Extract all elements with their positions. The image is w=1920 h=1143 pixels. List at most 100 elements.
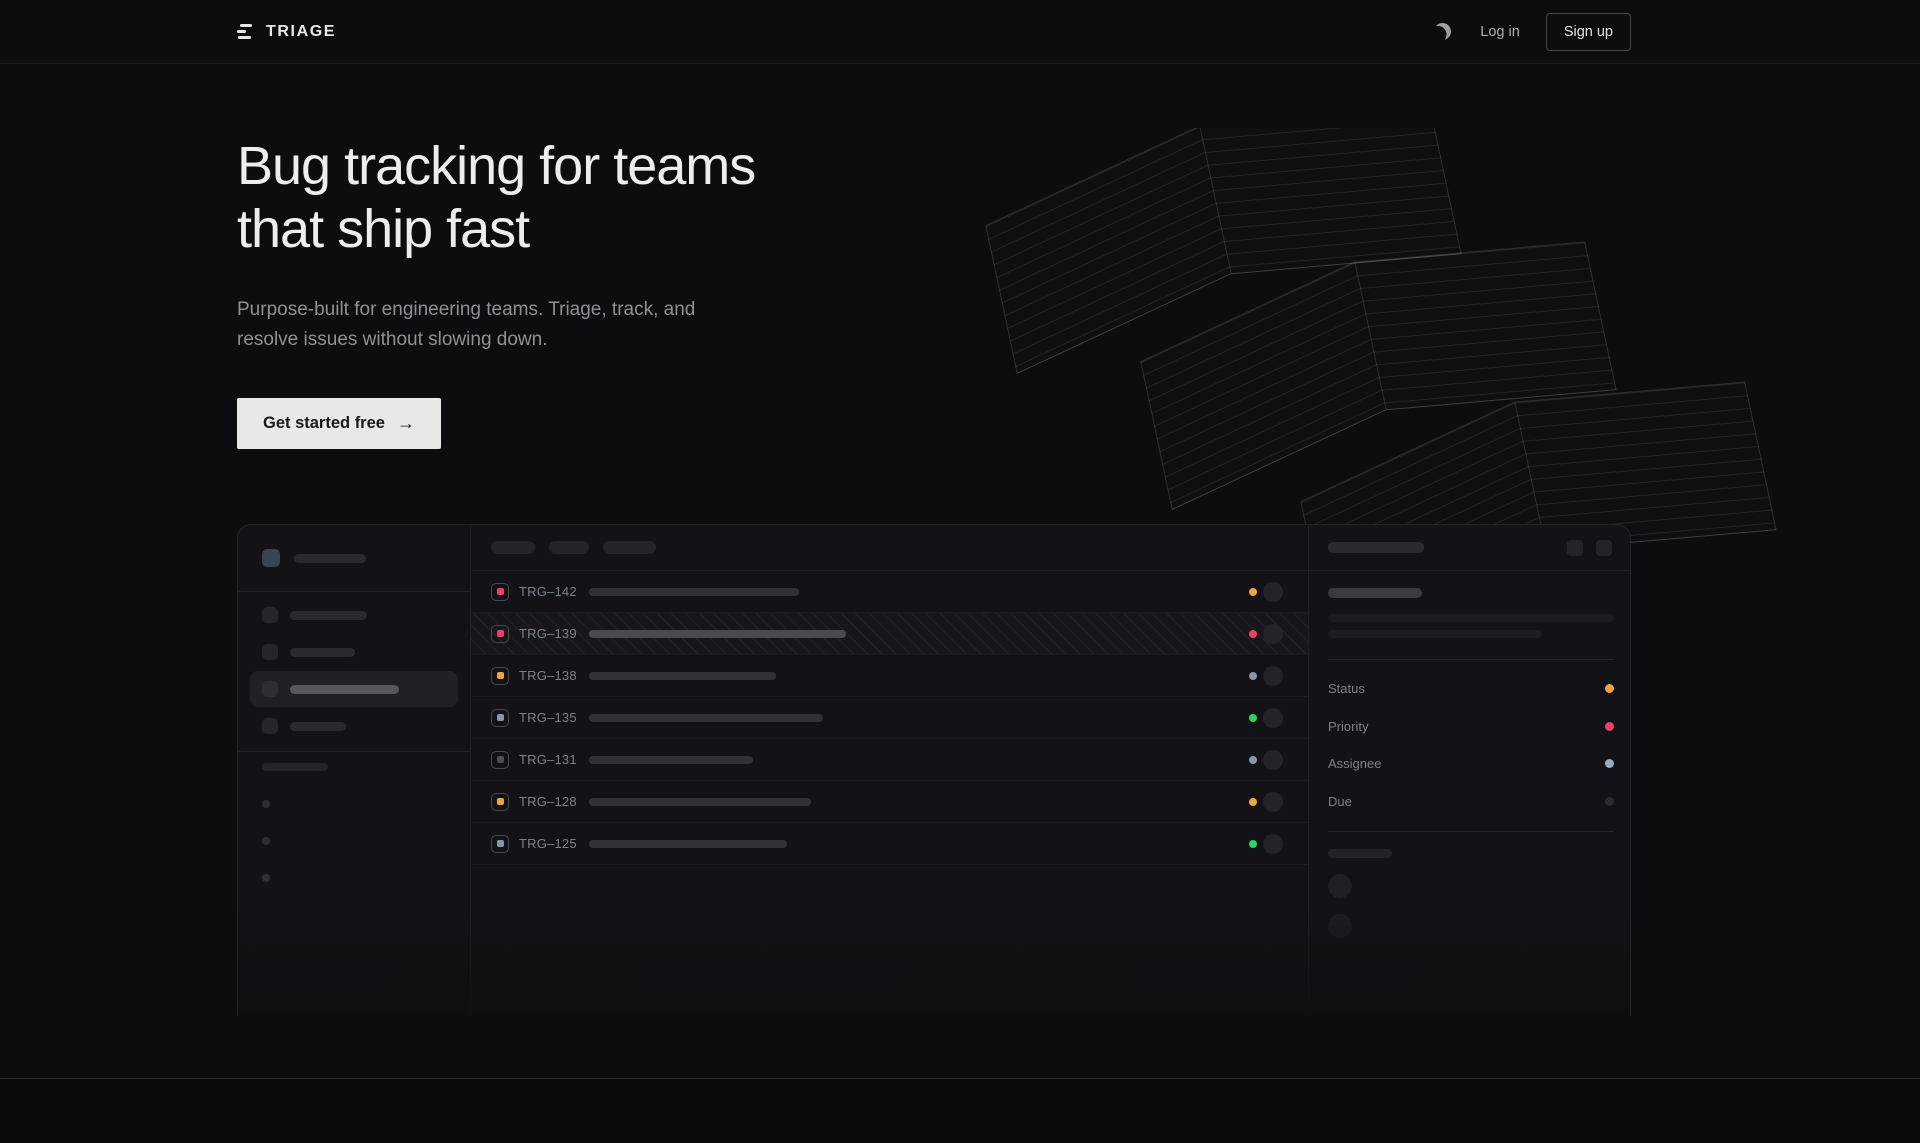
- detail-field-row: Priority: [1328, 708, 1614, 746]
- field-label: Priority: [1328, 718, 1369, 734]
- issue-row: TRG–135: [471, 697, 1308, 739]
- issue-assignee-avatar: [1263, 707, 1283, 728]
- field-label: Assignee: [1328, 756, 1382, 772]
- hero-title: Bug tracking for teams that ship fast: [237, 135, 1631, 261]
- sidebar-dot: [262, 800, 270, 808]
- issue-row: TRG–139: [471, 613, 1308, 655]
- detail-field-row: Due: [1328, 783, 1614, 821]
- issue-status-dot: [1249, 797, 1257, 806]
- hero-title-line1: Bug tracking for teams: [237, 136, 756, 196]
- mock-detail-header: [1309, 525, 1630, 571]
- issue-status-dot: [1249, 629, 1257, 638]
- arrow-right-icon: →: [396, 413, 415, 433]
- mock-detail-panel: Status Priority Assignee: [1308, 525, 1630, 1016]
- field-value-dot: [1605, 759, 1614, 769]
- field-value-dot: [1605, 721, 1614, 731]
- issue-title-skeleton: [589, 797, 811, 806]
- issue-type-icon: [491, 582, 509, 601]
- nav-item-icon: [262, 644, 278, 660]
- triage-logo-icon: [237, 24, 255, 39]
- mock-nav-item: [250, 671, 458, 707]
- nav-item-skeleton: [290, 610, 367, 620]
- login-link[interactable]: Log in: [1480, 23, 1520, 40]
- issue-assignee-avatar: [1263, 623, 1283, 644]
- nav-item-icon: [262, 681, 278, 697]
- issue-status-dot: [1249, 713, 1257, 722]
- detail-field-row: Assignee: [1328, 745, 1614, 783]
- issue-assignee-avatar: [1263, 833, 1283, 854]
- issue-title-skeleton: [589, 839, 787, 848]
- issue-type-icon: [491, 624, 509, 643]
- nav-item-skeleton: [290, 647, 355, 657]
- detail-fields: Status Priority Assignee: [1328, 670, 1614, 820]
- mock-issue-rows: TRG–142 TRG–139: [471, 571, 1308, 865]
- detail-divider: [1328, 659, 1614, 660]
- issue-type-icon: [491, 834, 509, 853]
- list-tab-skeleton: [549, 541, 589, 554]
- nav-item-skeleton: [290, 684, 399, 694]
- mock-nav-item: [250, 597, 458, 633]
- sidebar-dot: [262, 837, 270, 845]
- detail-action-button: [1567, 539, 1583, 556]
- issue-id: TRG–135: [519, 710, 577, 725]
- issue-assignee-avatar: [1263, 749, 1283, 770]
- field-label: Due: [1328, 793, 1352, 809]
- field-label: Status: [1328, 681, 1365, 697]
- detail-section-skeleton: [1328, 849, 1392, 858]
- detail-action-button: [1596, 539, 1612, 556]
- detail-field-row: Status: [1328, 670, 1614, 708]
- workspace-name-skeleton: [294, 553, 366, 563]
- navbar: TRIAGE Log in Sign up: [0, 0, 1920, 64]
- detail-description-skeleton: [1328, 630, 1542, 638]
- cta-label: Get started free: [263, 414, 385, 432]
- issue-id: TRG–138: [519, 668, 577, 683]
- brand-logo: TRIAGE: [237, 23, 336, 41]
- issue-assignee-avatar: [1263, 581, 1283, 602]
- issue-status-dot: [1249, 671, 1257, 680]
- issue-title-skeleton: [589, 587, 799, 596]
- mock-sidebar: [238, 525, 471, 1016]
- hero-subtitle: Purpose-built for engineering teams. Tri…: [237, 299, 696, 350]
- comment-avatar-skeleton: [1328, 914, 1352, 938]
- issue-status-dot: [1249, 587, 1257, 596]
- issue-type-icon: [491, 750, 509, 769]
- issue-row: TRG–125: [471, 823, 1308, 865]
- mock-nav-item: [250, 634, 458, 670]
- issue-row: TRG–131: [471, 739, 1308, 781]
- nav-item-icon: [262, 607, 278, 623]
- detail-description-skeleton: [1328, 614, 1614, 622]
- theme-toggle-button[interactable]: [1434, 22, 1454, 42]
- mock-nav-list: [238, 597, 470, 744]
- mock-nav-item: [250, 708, 458, 744]
- issue-id: TRG–142: [519, 584, 577, 599]
- workspace-avatar: [262, 549, 280, 567]
- list-tab-skeleton: [603, 541, 656, 554]
- issue-status-dot: [1249, 755, 1257, 764]
- sidebar-dot: [262, 874, 270, 882]
- sidebar-divider: [238, 751, 470, 752]
- issue-title-skeleton: [589, 713, 823, 722]
- hero-title-line2: that ship fast: [237, 199, 530, 259]
- mock-list-header: [471, 525, 1308, 571]
- issue-title-skeleton: [589, 671, 776, 680]
- app-mock-panel: TRG–142 TRG–139: [237, 524, 1631, 1016]
- sidebar-section-skeleton: [262, 763, 328, 771]
- nav-item-skeleton: [290, 721, 346, 731]
- issue-row: TRG–142: [471, 571, 1308, 613]
- issue-title-skeleton: [589, 629, 846, 638]
- detail-divider: [1328, 831, 1614, 832]
- field-value-dot: [1605, 796, 1614, 806]
- issue-type-icon: [491, 792, 509, 811]
- sidebar-divider: [238, 591, 470, 592]
- get-started-button[interactable]: Get started free →: [237, 398, 441, 449]
- brand-name: TRIAGE: [266, 22, 337, 40]
- issue-assignee-avatar: [1263, 791, 1283, 812]
- issue-id: TRG–125: [519, 836, 577, 851]
- signup-button[interactable]: Sign up: [1545, 12, 1631, 51]
- field-value-dot: [1605, 684, 1614, 694]
- hero-section: Bug tracking for teams that ship fast Pu…: [0, 64, 1920, 1079]
- detail-title-skeleton: [1328, 542, 1424, 553]
- navbar-actions: Log in Sign up: [1434, 12, 1631, 51]
- detail-issue-title-skeleton: [1328, 588, 1422, 598]
- mock-issue-list: TRG–142 TRG–139: [471, 525, 1308, 1016]
